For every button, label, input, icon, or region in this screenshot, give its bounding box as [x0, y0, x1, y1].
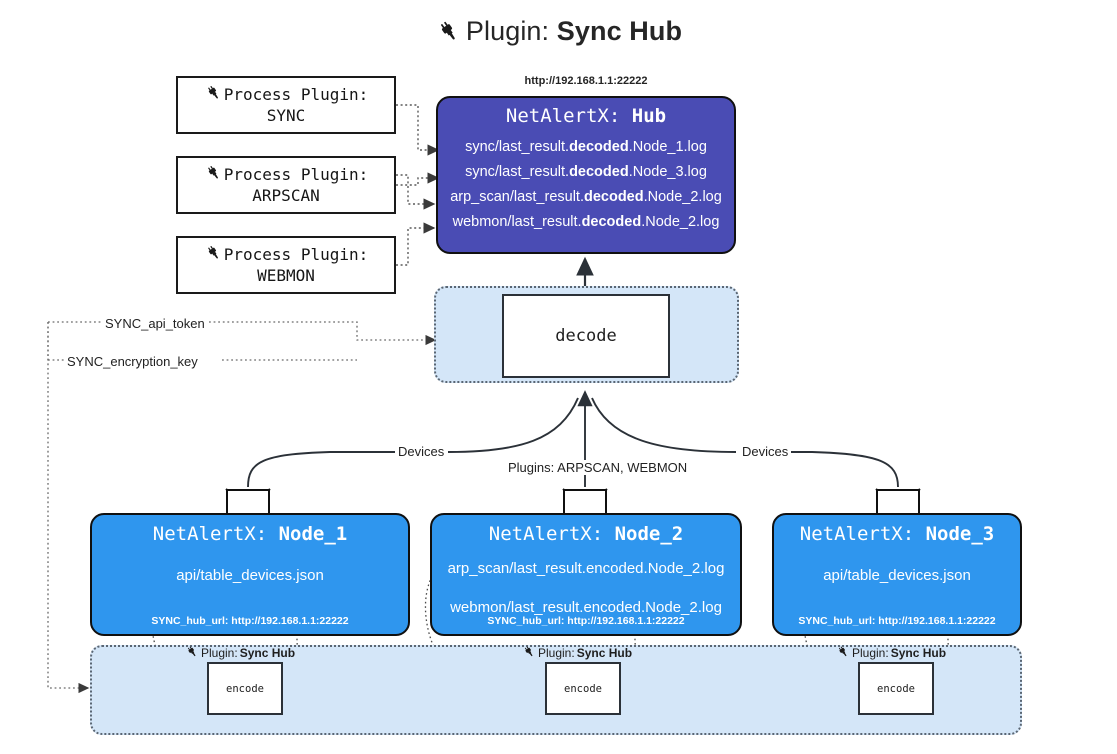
plugin-tag-name: Sync Hub: [239, 646, 296, 660]
plugin-tag-node-1: Plugin: Sync Hub: [185, 645, 295, 661]
process-plugin-name: ARPSCAN: [252, 186, 320, 205]
hub-log-line: sync/last_result.decoded.Node_3.log: [465, 164, 707, 180]
process-plugin-label: Process Plugin:: [223, 85, 369, 104]
process-plugin-sync-box[interactable]: Process Plugin: SYNC: [176, 76, 396, 134]
hub-log-line: sync/last_result.decoded.Node_1.log: [465, 139, 707, 155]
process-plugin-arpscan-box[interactable]: Process Plugin: ARPSCAN: [176, 156, 396, 214]
node-1[interactable]: NetAlertX: Node_1 api/table_devices.json…: [90, 513, 410, 636]
node-title: NetAlertX: Node_3: [799, 523, 995, 545]
node-title: NetAlertX: Node_2: [488, 523, 684, 545]
plug-icon: [204, 84, 223, 106]
hub-title: NetAlertX: Hub: [438, 105, 734, 127]
hub-url-label: http://192.168.1.1:22222: [524, 75, 648, 87]
page-title-prefix: Plugin:: [465, 16, 550, 46]
plug-icon: [435, 19, 462, 50]
plugin-tag-prefix: Plugin:: [852, 646, 889, 660]
node-hub-url: SYNC_hub_url: http://192.168.1.1:22222: [487, 615, 685, 627]
page-title-name: Sync Hub: [556, 16, 683, 46]
node-3[interactable]: NetAlertX: Node_3 api/table_devices.json…: [772, 513, 1022, 636]
node-title: NetAlertX: Node_1: [152, 523, 348, 545]
node-hub-url: SYNC_hub_url: http://192.168.1.1:22222: [151, 615, 349, 627]
plugin-tag-name: Sync Hub: [576, 646, 633, 660]
hub-title-name: Hub: [631, 105, 667, 127]
edge-label-devices-right: Devices: [739, 444, 792, 459]
hub-title-prefix: NetAlertX:: [505, 105, 621, 127]
hub-node[interactable]: NetAlertX: Hub sync/last_result.decoded.…: [436, 96, 736, 254]
process-plugin-name: SYNC: [266, 106, 306, 125]
process-plugin-label: Process Plugin:: [223, 245, 369, 264]
plug-icon: [836, 645, 850, 661]
hub-log-line: arp_scan/last_result.decoded.Node_2.log: [450, 189, 722, 205]
node-line: arp_scan/last_result.encoded.Node_2.log: [447, 560, 725, 577]
encode-box-node-3[interactable]: encode: [858, 662, 934, 715]
plugin-tag-node-3: Plugin: Sync Hub: [836, 645, 946, 661]
plug-icon: [204, 244, 223, 266]
process-plugin-label: Process Plugin:: [223, 165, 369, 184]
encode-box-node-1[interactable]: encode: [207, 662, 283, 715]
plug-icon: [185, 645, 199, 661]
plugin-tag-node-2: Plugin: Sync Hub: [522, 645, 632, 661]
decode-box[interactable]: decode: [502, 294, 670, 378]
plugin-tag-prefix: Plugin:: [201, 646, 238, 660]
hub-log-line: webmon/last_result.decoded.Node_2.log: [452, 214, 720, 230]
edge-label-devices-left: Devices: [395, 444, 448, 459]
process-plugin-name: WEBMON: [257, 266, 315, 285]
node-line: api/table_devices.json: [823, 567, 971, 584]
plugin-tag-prefix: Plugin:: [538, 646, 575, 660]
edge-label-sync-encryption-key: SYNC_encryption_key: [64, 354, 201, 369]
node-hub-url: SYNC_hub_url: http://192.168.1.1:22222: [798, 615, 996, 627]
node-line: webmon/last_result.encoded.Node_2.log: [450, 599, 722, 616]
edge-label-sync-api-token: SYNC_api_token: [102, 316, 208, 331]
plugin-tag-name: Sync Hub: [890, 646, 947, 660]
process-plugin-webmon-box[interactable]: Process Plugin: WEBMON: [176, 236, 396, 294]
plug-icon: [522, 645, 536, 661]
edge-label-plugins-center: Plugins: ARPSCAN, WEBMON: [505, 460, 691, 475]
plug-icon: [204, 164, 223, 186]
encode-box-node-2[interactable]: encode: [545, 662, 621, 715]
node-2[interactable]: NetAlertX: Node_2 arp_scan/last_result.e…: [430, 513, 742, 636]
node-line: api/table_devices.json: [176, 567, 324, 584]
page-title: Plugin: Sync Hub: [0, 16, 1117, 50]
